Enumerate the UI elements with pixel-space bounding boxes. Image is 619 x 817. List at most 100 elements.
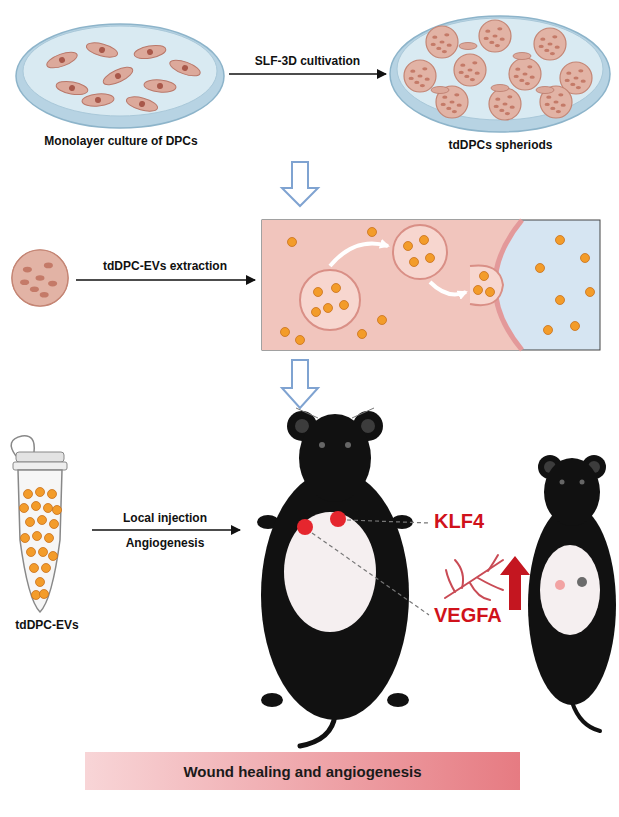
spheroid-dish-part <box>431 43 436 46</box>
spheroid-dish-part <box>390 16 610 132</box>
spheroid-dish-part <box>472 61 477 64</box>
cell-part <box>168 57 202 79</box>
vesicle-dots-part <box>410 258 419 267</box>
spheroid-dish-part <box>417 74 422 77</box>
spheroid-dish-part <box>459 43 477 50</box>
vesicle-dots-part <box>49 552 58 561</box>
spheroid-dish-part <box>530 76 535 79</box>
process-arrow <box>92 529 240 531</box>
cell-part <box>101 64 135 88</box>
spheroid-ball-part <box>12 250 68 306</box>
vesicle-dots-part <box>32 502 41 511</box>
spheroid-dish-part <box>515 68 520 71</box>
vesicle-dots-part <box>581 254 590 263</box>
spheroid-dish-part <box>507 95 512 98</box>
spheroid-dish-part <box>409 77 414 80</box>
spheroid-dish-part <box>459 71 464 74</box>
spheroid-dish-part <box>485 30 490 33</box>
ev-tube-part <box>16 452 64 462</box>
spheroid-ball-part <box>44 263 53 269</box>
spheroid-dish-part <box>550 52 555 55</box>
process-arrow <box>229 73 386 75</box>
ev-secretion-panel-part <box>262 220 522 350</box>
spheroid-ball-part <box>23 267 32 273</box>
cell-part <box>95 97 102 104</box>
cell-part <box>181 64 189 72</box>
spheroid-dish-part <box>470 78 475 81</box>
cell <box>101 64 135 88</box>
mouse-treated-part <box>261 470 409 720</box>
spheroid-dish-part <box>514 75 519 78</box>
cell <box>125 94 159 114</box>
spheroid-dish-part <box>436 47 441 50</box>
cell <box>133 43 167 60</box>
ev-tube-part <box>18 470 62 612</box>
cell <box>168 57 202 79</box>
spheroid-dish-part <box>519 79 524 82</box>
vesicle-dots-part <box>42 564 51 573</box>
vesicle-dots-part <box>586 288 595 297</box>
ev-tube-part <box>13 462 67 470</box>
vessel-icon <box>445 555 503 600</box>
mouse-treated-part <box>330 511 346 527</box>
mouse-treated-part <box>345 442 351 448</box>
vesicle-dots-part <box>420 236 429 245</box>
spheroid-ball-part <box>30 286 39 292</box>
mouse-treated-part <box>284 512 376 632</box>
spheroid-dish-part <box>540 38 545 41</box>
spheroid-dish-part <box>566 72 571 75</box>
spheroid-dish <box>390 16 610 132</box>
vessel-icon-part <box>470 583 490 600</box>
spheroid-dish-part <box>479 20 511 52</box>
vessel-icon-part <box>446 570 455 592</box>
spheroid-dish-part <box>495 98 500 101</box>
vesicle-dots-part <box>474 286 483 295</box>
spheroid-dish-part <box>547 42 552 45</box>
spheroid-dish-part <box>553 100 558 103</box>
cell-part <box>138 100 145 107</box>
vesicle-dots-part <box>36 488 45 497</box>
vesicle-dots-part <box>426 254 435 263</box>
cell <box>55 79 89 96</box>
spheroid-dish-part <box>442 96 447 99</box>
ev-secretion-panel-part <box>300 270 360 330</box>
ev-secretion-panel <box>262 220 600 350</box>
vesicle-dots-part <box>332 284 341 293</box>
spheroid-dish-part <box>555 46 560 49</box>
vesicle-dots-part <box>314 288 323 297</box>
spheroid-ball-part <box>40 292 49 298</box>
spheroid-dish-part <box>544 49 549 52</box>
spheroid-dish-part <box>497 27 502 30</box>
spheroid-ball-part <box>36 275 45 281</box>
spheroid-dish-part <box>404 60 436 92</box>
spheroid-dish-part <box>397 18 603 120</box>
ev-secretion-panel-part <box>262 220 600 350</box>
cell-part <box>157 83 164 90</box>
vesicle-dots-part <box>536 264 545 273</box>
vessel-icon-part <box>478 578 503 590</box>
vesicle-dots-part <box>36 578 45 587</box>
vesicle-dots-part <box>48 490 57 499</box>
spheroid-ball-part <box>12 250 68 306</box>
vesicle-dots-part <box>486 288 495 297</box>
mouse-healed-part <box>540 545 600 635</box>
vesicle-dots-part <box>53 506 62 515</box>
mouse-treated-part <box>261 693 283 707</box>
result-band: Wound healing and angiogenesis <box>85 752 520 790</box>
spheroid-dish-part <box>467 68 472 71</box>
spheroid-dish-part <box>447 44 452 47</box>
cell-part <box>125 94 159 114</box>
vesicle-dots <box>281 228 595 345</box>
ev-secretion-panel-part <box>470 265 503 305</box>
cell-part <box>98 46 105 53</box>
spheroid-dish-part <box>414 81 419 84</box>
cell-part <box>45 49 79 71</box>
spheroid-dish-part <box>522 72 527 75</box>
cell <box>45 49 79 71</box>
vesicle-dots-part <box>38 516 47 525</box>
cell-part <box>82 93 115 108</box>
cell-part <box>55 79 89 96</box>
ev-tube <box>11 436 67 612</box>
vesicle-dots-part <box>40 590 49 599</box>
